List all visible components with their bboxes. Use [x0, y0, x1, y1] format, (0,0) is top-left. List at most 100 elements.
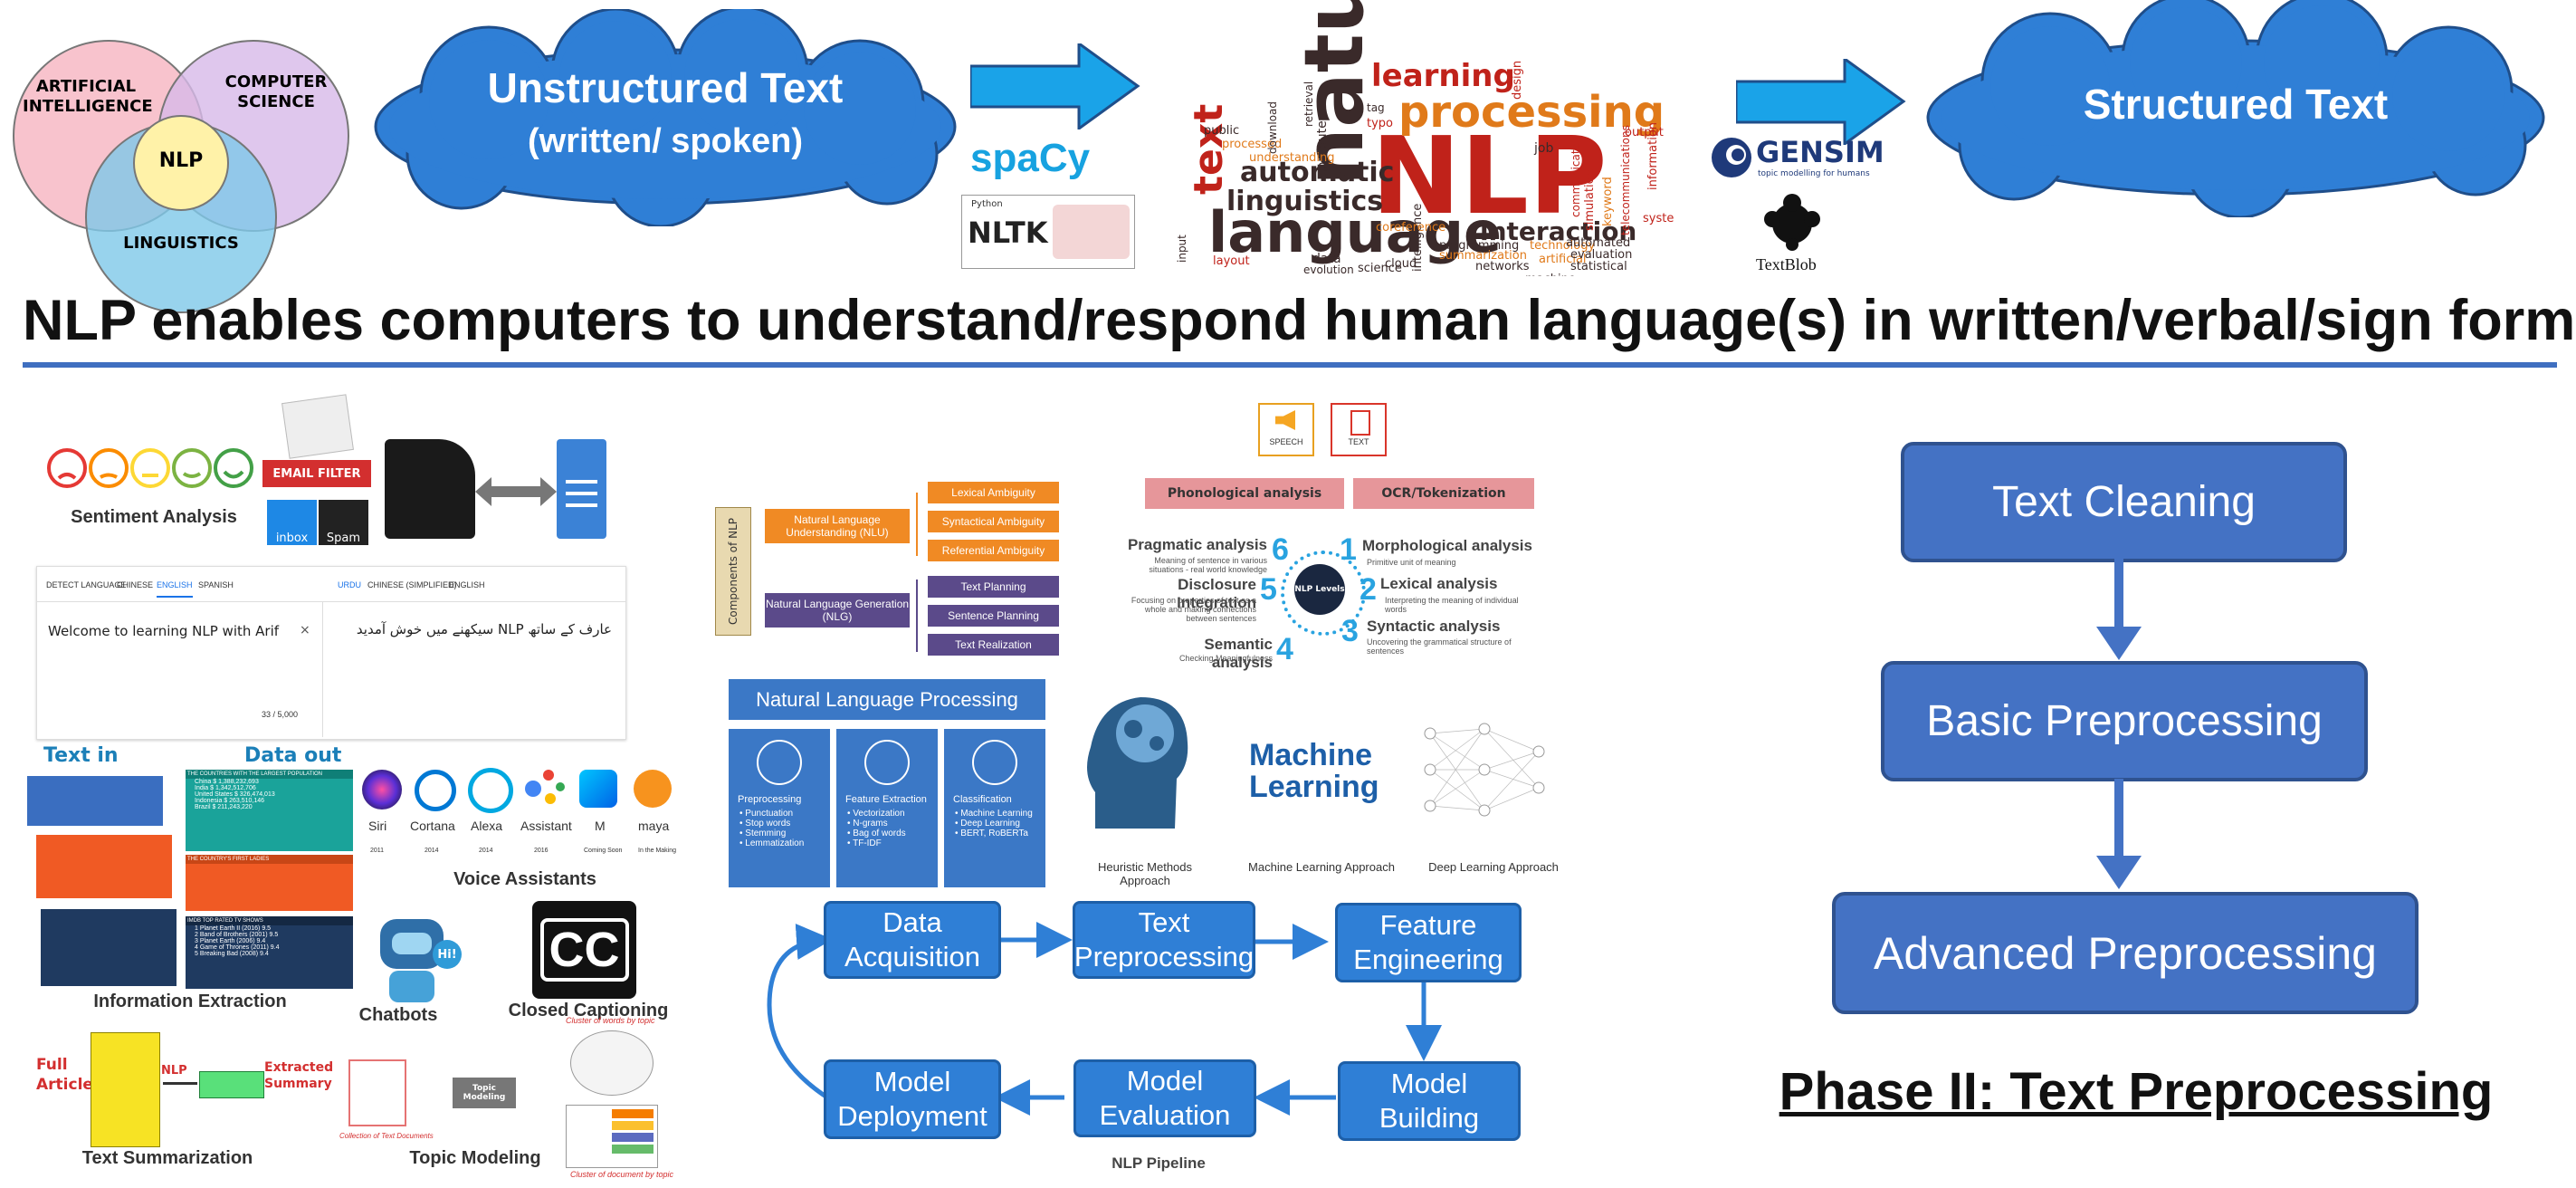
nlp-col-item: • Stop words	[739, 819, 791, 829]
text-in-label: Text in	[43, 744, 119, 767]
doc-stack	[348, 1059, 406, 1126]
arrow-right-icon	[1734, 56, 1906, 147]
nlp-col-item: • Deep Learning	[955, 819, 1020, 829]
wrench-icon	[757, 740, 802, 785]
tgt-tab-english[interactable]: ENGLISH	[449, 580, 485, 589]
topic-modeling-caption: Topic Modeling	[409, 1148, 541, 1168]
neural-network-icon	[1424, 723, 1545, 817]
nlg-item-text-planning: Text Planning	[928, 576, 1059, 598]
tgt-tab-chinese[interactable]: CHINESE (SIMPLIFIED)	[367, 580, 457, 589]
wc-word-nlp: NLP	[1371, 113, 1607, 238]
nlu-item-referential: Referential Ambiguity	[928, 540, 1059, 561]
envelope-stack	[281, 394, 354, 459]
level-4-sub: Checking Meaningfulness	[1178, 654, 1273, 663]
speech-to-text	[385, 439, 606, 539]
nlg-item-sentence-planning: Sentence Planning	[928, 605, 1059, 627]
sentiment-caption: Sentiment Analysis	[71, 507, 237, 527]
pipe-label-1: Data	[883, 906, 942, 938]
nlp-col-item: • BERT, RoBERTa	[955, 829, 1028, 838]
pipeline-caption: NLP Pipeline	[1111, 1154, 1206, 1172]
clear-icon[interactable]: ×	[300, 623, 310, 637]
nlp-levels: SPEECH TEXT Phonological analysis OCR/To…	[1113, 398, 1539, 671]
wc-word-public: public	[1204, 124, 1239, 138]
level-5-title: Disclosure Integration	[1177, 576, 1256, 611]
wc-word-keyword: keyword	[1601, 177, 1615, 226]
venn-circles	[13, 40, 349, 313]
article-doc	[91, 1032, 160, 1147]
nltk-python-label: Python	[971, 199, 1003, 209]
tv-table: IMDB TOP RATED TV SHOWS 1 Planet Earth I…	[186, 916, 353, 989]
cloud-right-label: Structured Text	[2083, 81, 2389, 128]
ml-logo-line2: Learning	[1249, 770, 1379, 804]
nlp-col-item: • Stemming	[739, 829, 787, 838]
info-extraction-caption: Information Extraction	[93, 992, 287, 1011]
source-text[interactable]: Welcome to learning NLP with Arif	[48, 623, 280, 639]
pipeline-feature-engineering: Feature Engineering	[1335, 903, 1522, 982]
translate-divider	[37, 601, 625, 602]
extracted-summary-label: Extracted Summary	[264, 1060, 334, 1091]
nlp-col-feature: Feature Extraction • Vectorization • N-g…	[836, 729, 938, 887]
target-text: عارف کے ساتھ NLP سیکھنے میں خوش آمدید	[356, 621, 612, 637]
levels-center: NLP Levels	[1294, 564, 1345, 615]
wc-word-download: download	[1266, 101, 1279, 154]
nlu-label: Natural Language Understanding (NLU)	[786, 513, 889, 539]
phase-step-text-cleaning: Text Cleaning	[1901, 442, 2347, 562]
nlg-item-label: Text Realization	[955, 638, 1032, 651]
arrow-right-icon	[968, 41, 1140, 131]
collection-docs-label: Collection of Text Documents	[339, 1132, 434, 1140]
assistant-year-cortana: 2014	[425, 848, 439, 854]
nlg-connector	[916, 580, 918, 652]
assistant-year-siri: 2011	[370, 848, 385, 854]
wc-word-processed: processed	[1222, 138, 1282, 151]
nlu-item-label: Referential Ambiguity	[941, 544, 1045, 557]
nlu-item-lexical: Lexical Ambiguity	[928, 482, 1059, 503]
src-tab-english[interactable]: ENGLISH	[157, 580, 193, 589]
nlp-col-title: Preprocessing	[738, 794, 802, 805]
email-filter-bar: EMAIL FILTER	[262, 460, 371, 487]
text-in-navy	[41, 909, 177, 986]
venn-ai-label: ARTIFICIAL INTELLIGENCE	[23, 77, 153, 116]
heuristic-caption: Heuristic Methods Approach	[1097, 860, 1193, 887]
cluster-docs-box	[566, 1105, 658, 1168]
inbox-tray: inbox	[267, 500, 317, 545]
phonological-box: Phonological analysis	[1145, 478, 1344, 509]
levels-center-label: NLP Levels	[1294, 585, 1345, 594]
assistant-name-m: M	[595, 819, 606, 833]
phase-arrow-1	[2096, 559, 2142, 666]
nlp-col-item: • TF-IDF	[847, 838, 882, 848]
tgt-tab-urdu[interactable]: URDU	[338, 580, 361, 589]
sentiment-faces-icon	[47, 448, 253, 488]
src-tab-spanish[interactable]: SPANISH	[198, 580, 234, 589]
wc-word-computer: computer	[1315, 115, 1330, 177]
assistant-name-siri: Siri	[368, 819, 387, 833]
pipe-label-2: Evaluation	[1099, 1099, 1231, 1131]
ladies-header: THE COUNTRY'S FIRST LADIES	[186, 855, 353, 864]
textblob-icon	[1764, 194, 1820, 251]
textblob-label: TextBlob	[1756, 255, 1817, 273]
levels-center-ring	[1281, 551, 1366, 636]
arrow-down-icon	[2096, 779, 2142, 889]
cc-caption: Closed Captioning	[508, 1001, 669, 1020]
level-6-sub: Meaning of sentence in various situation…	[1149, 556, 1267, 574]
src-tab-chinese[interactable]: CHINESE	[117, 580, 154, 589]
pipeline-model-evaluation: Model Evaluation	[1073, 1059, 1256, 1137]
nlu-connector	[916, 493, 918, 556]
assistant-year-google: 2016	[534, 848, 549, 854]
pipeline-arrows-svg	[767, 922, 1442, 1116]
cluster-docs-label: Cluster of document by topic	[570, 1170, 674, 1179]
phase-step-label: Advanced Preprocessing	[1874, 927, 2377, 979]
cc-label: CC	[539, 918, 629, 982]
speech-box: SPEECH	[1258, 403, 1314, 456]
src-tab-underline	[157, 596, 193, 598]
banner-statement: NLP enables computers to understand/resp…	[23, 289, 2576, 352]
level-5-sub: Focusing on properties of text as a whol…	[1131, 596, 1256, 623]
wc-word-data: data	[1312, 252, 1341, 266]
inbox-label: inbox	[275, 532, 309, 545]
pop-row: India $ 1,342,512,706	[195, 785, 256, 791]
wc-word-summarization: summarization	[1439, 249, 1527, 263]
level-3-num: 3	[1341, 614, 1359, 648]
text-summarization-caption: Text Summarization	[81, 1148, 253, 1168]
structured-text-cloud: Structured Text	[1896, 0, 2575, 219]
src-tab-detect[interactable]: DETECT LANGUAGE	[46, 580, 127, 589]
wc-word-understanding: understanding	[1249, 151, 1335, 165]
